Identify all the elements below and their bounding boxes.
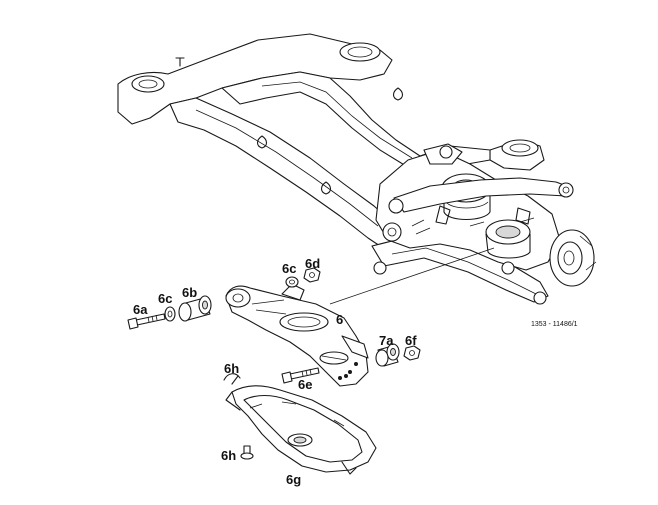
bushing-7a <box>375 343 400 367</box>
callout-6: 6 <box>336 312 343 327</box>
callout-6f: 6f <box>405 333 417 348</box>
callout-6a: 6a <box>133 302 148 317</box>
callout-6h-bottom: 6h <box>221 448 236 463</box>
clip-6h <box>223 373 241 385</box>
nut-6f <box>403 345 421 361</box>
bolt-6e <box>281 367 320 384</box>
callout-6h-top: 6h <box>224 361 239 376</box>
wheel-carrier-assembly <box>371 143 597 305</box>
callout-6d: 6d <box>305 256 320 271</box>
cover-plate-6g <box>225 385 377 475</box>
bolt-6a <box>127 313 166 330</box>
callout-6g: 6g <box>286 472 301 487</box>
callout-6b: 6b <box>182 285 197 300</box>
screw-6h <box>240 445 254 460</box>
washer-6c-left <box>164 306 176 322</box>
control-arm-6 <box>225 283 369 387</box>
drawing-reference-number: 1353 - 11486/1 <box>531 321 578 328</box>
callout-6e: 6e <box>298 377 312 392</box>
callout-7a: 7a <box>379 333 394 348</box>
washer-6c-top <box>285 276 299 288</box>
nut-6d <box>303 267 321 283</box>
callout-6c-top: 6c <box>282 261 296 276</box>
bushing-6b <box>178 295 212 322</box>
callout-6c-left: 6c <box>158 291 172 306</box>
leader-line-6 <box>329 247 495 305</box>
